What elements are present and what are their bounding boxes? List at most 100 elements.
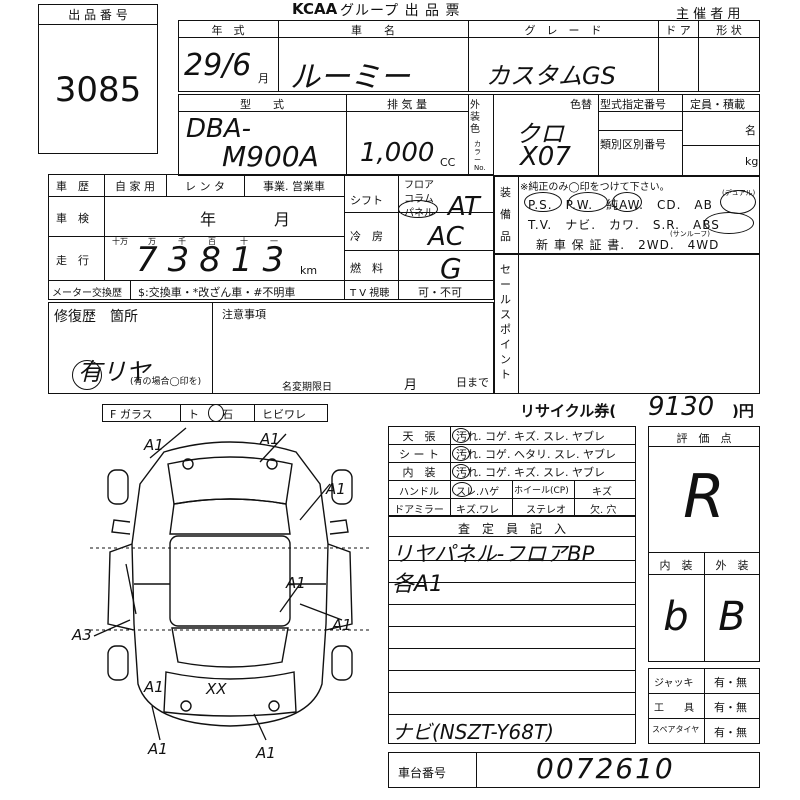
equipment-row3: 新 車 保 証 書. 2WD. 4WD: [536, 238, 720, 252]
aw-circle: [612, 192, 642, 212]
ab-circle: [720, 190, 756, 214]
history-label: 車 歴: [56, 180, 89, 193]
spare-tire-label: スペアタイヤ: [652, 725, 700, 734]
tv-value: 可・不可: [418, 286, 462, 299]
handle-text: スレ.ハゲ: [456, 487, 500, 498]
inspector-line3: ナビ(NSZT-Y68T): [392, 720, 554, 744]
mark-a1-right-door: A1: [286, 574, 306, 592]
glass-to: ト: [188, 408, 199, 421]
glass-crack: ヒビワレ: [262, 408, 306, 421]
glass-stone-circle: [208, 404, 224, 422]
km-unit: km: [300, 264, 318, 277]
exterior-color: クロ: [516, 120, 564, 148]
mark-xx-rear: XX: [206, 680, 227, 698]
color-number: X07: [520, 142, 571, 172]
mileage-unit-100k: 十万: [112, 237, 128, 246]
mileage-unit-10k: 万: [148, 237, 156, 246]
month-suffix: 月: [258, 72, 269, 85]
sheet-title: グループ 出 品 票: [340, 3, 461, 19]
meter-exchange-label: メーター交換歴: [52, 288, 122, 299]
repair-label: 修復歴 箇所: [54, 309, 138, 325]
equipment-row2: T.V. ナビ. カワ. S.R. ABS: [528, 218, 720, 232]
fuel-value: G: [440, 252, 462, 285]
history-private: 自 家 用: [115, 180, 155, 193]
mark-a1-left-rear: A1: [144, 678, 164, 696]
pw-circle: [568, 192, 608, 212]
grade: カスタムGS: [486, 62, 616, 90]
interior-label: 内 装: [402, 466, 436, 479]
capacity-label: 定員・積載: [690, 98, 745, 111]
repair-box: [48, 302, 494, 394]
shift-panel-circle: [398, 200, 438, 218]
model-type-line2: M900A: [222, 140, 319, 173]
persons-unit: 名: [745, 124, 756, 137]
ps-circle: [524, 192, 562, 212]
cc-unit: CC: [440, 156, 456, 169]
tools-label: 工 具: [654, 703, 694, 714]
model-grid: [178, 94, 760, 176]
year-label: 年 式: [211, 24, 245, 37]
header-grid: [178, 20, 760, 92]
inspector-notes-box: [388, 516, 636, 744]
exterior-color-label: 外装色: [470, 100, 480, 135]
color-no-label: カラーNo.: [474, 140, 486, 172]
grade-label: グ レ ー ド: [524, 24, 602, 37]
model-year: 29/6: [184, 48, 252, 83]
seat-text: 汚れ. コゲ. ヘタリ. スレ. ヤブレ: [456, 448, 616, 461]
handle-wear-circle: [452, 482, 472, 497]
shift-value: AT: [448, 192, 480, 222]
inspection-year: 年: [200, 210, 217, 229]
car-damage-diagram: [90, 427, 370, 741]
wheel-text: キズ: [592, 487, 612, 498]
inspection-month: 月: [274, 210, 291, 229]
mileage-unit-1: 一: [270, 237, 278, 246]
handle-label: ハンドル: [399, 487, 439, 498]
color-change-label: 色替: [570, 98, 592, 111]
chassis-label: 車台番号: [398, 766, 447, 780]
history-rental: レ ン タ: [185, 180, 225, 193]
mark-a1-front-right: A1: [260, 430, 280, 448]
equipment-box: [494, 176, 760, 254]
inspector-line2: 各A1: [392, 572, 444, 597]
inspector-line1: リヤパネル-フロアBP: [392, 542, 595, 566]
chassis-number: 0072610: [536, 752, 675, 785]
notes-label: 注意事項: [222, 308, 266, 321]
lot-number-header: 出 品 番 号: [68, 8, 128, 22]
seat-dirt-circle: [452, 446, 470, 461]
displacement-label: 排 気 量: [387, 98, 427, 111]
stereo-text: 欠. 穴: [590, 505, 617, 516]
abs-circle: [704, 212, 754, 234]
deadline-month: 月: [404, 378, 418, 393]
tools-value: 有・無: [714, 701, 747, 714]
mirror-label: ドアミラー: [394, 505, 444, 516]
mark-a1-front-left: A1: [144, 436, 164, 454]
glass-stone: 石: [222, 408, 233, 421]
interior-text: 汚れ. コゲ. キズ. スレ. ヤブレ: [456, 466, 605, 479]
mark-a1-rear-right: A1: [256, 744, 276, 762]
mirror-text: キズ.ワレ: [456, 505, 500, 516]
equipment-sunroof: (サンルーフ): [670, 230, 711, 238]
mark-a1-right-fender: A1: [326, 480, 346, 498]
mark-a3-left: A3: [72, 626, 92, 644]
category-no-label: 類別区別番号: [600, 138, 666, 151]
door-label: ド ア: [665, 24, 691, 37]
model-no-label: 型式指定番号: [600, 98, 666, 111]
mark-a1-rear-left: A1: [148, 740, 168, 758]
kg-unit: kg: [745, 155, 759, 168]
ceiling-label: 天 張: [402, 430, 436, 443]
repair-hint: (有の場合◯印を): [130, 377, 202, 387]
inspection-label: 車 検: [56, 212, 89, 225]
repair-yes-circle: [72, 360, 102, 390]
ceiling-dirt-circle: [452, 428, 470, 443]
mileage-unit-1k: 千: [178, 237, 186, 246]
sale-points-label: セールスポイント: [500, 263, 511, 381]
exterior-score: B: [718, 594, 746, 640]
inspector-label: 査 定 員 記 入: [457, 522, 566, 536]
meter-exchange-options: $:交換車・*改ざん車・#不明車: [138, 286, 296, 299]
kcaa-logo: KCAA: [292, 0, 338, 18]
shape-label: 形 状: [716, 24, 742, 37]
history-business: 事業. 営業車: [263, 180, 325, 193]
interior-score: b: [663, 594, 689, 640]
car-name-label: 車 名: [351, 24, 395, 37]
interior-score-label: 内 装: [659, 559, 693, 572]
